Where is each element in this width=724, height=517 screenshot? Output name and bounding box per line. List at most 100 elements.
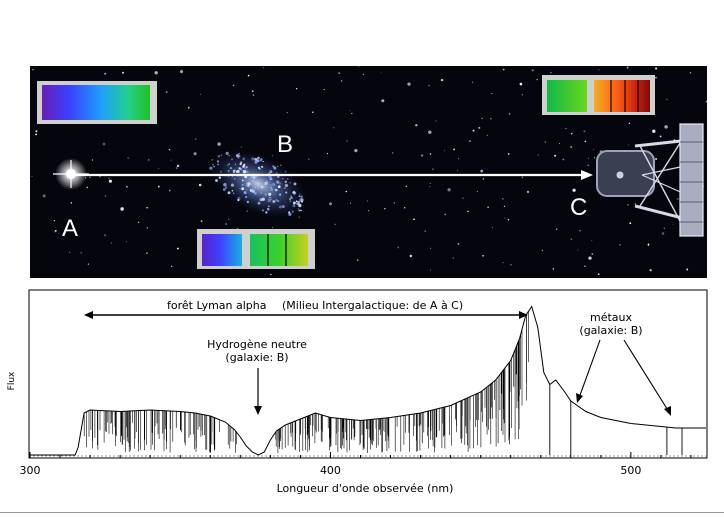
star-dot [579,230,581,232]
star-dot [655,158,658,160]
star-dot [420,154,424,157]
galaxy-star-dot [274,188,278,192]
star-dot [597,273,600,276]
star-dot [384,208,386,210]
star-dot [271,226,274,229]
galaxy-star-dot [269,184,272,186]
galaxy-star-dot [241,187,245,191]
star-dot [380,72,382,74]
star-dot [491,92,493,95]
star-dot [232,84,235,87]
star-dot [240,146,243,148]
flux-series-line [30,305,706,456]
star-dot [68,251,71,254]
star-dot [571,132,573,134]
star-dot [508,113,511,115]
star-dot [629,222,632,225]
star-dot [502,198,504,200]
star-dot [393,202,395,204]
galaxy-star-dot [291,210,294,213]
galaxy-star-dot [247,182,251,186]
galaxy-star-dot [227,191,231,195]
star-dot [652,129,656,133]
page-bottom-rule [0,512,724,513]
star-dot [676,197,679,200]
star-dot [271,155,273,157]
galaxy-star-dot [290,196,293,199]
star-dot [358,65,360,67]
galaxy-star-dot [288,212,292,216]
star-dot [147,158,150,161]
star-dot [666,98,668,101]
star-dot [478,126,481,129]
label-point-c: C [570,194,587,221]
star-dot [429,185,431,188]
star-dot [457,158,460,160]
galaxy-star-dot [246,200,250,204]
galaxy-star-dot [278,193,282,196]
star-dot [154,71,158,75]
galaxy-star-dot [277,175,280,179]
galaxy-star-dot [254,157,258,161]
star-dot [556,228,558,230]
galaxy-star-dot [240,161,243,164]
star-dot [661,232,665,235]
arrow-left-icon [84,311,93,319]
star-dot [587,157,590,159]
star-dot [35,130,38,133]
star-dot [649,269,652,272]
galaxy-star-dot [288,197,292,201]
galaxy-star-dot [264,193,267,196]
arrow-down-icon [664,406,671,416]
star-dot [627,204,629,206]
star-dot [572,188,576,192]
star-dot [424,230,427,232]
star-dot [659,135,662,138]
star-dot [550,71,552,74]
star-dot [507,152,510,155]
galaxy-star-dot [218,176,221,179]
star-dot [262,67,265,69]
galaxy-star-dot [242,157,246,161]
galaxy-star-dot [212,163,214,166]
galaxy-star-dot [289,182,291,184]
galaxy-star-dot [292,190,296,194]
star-dot [462,197,464,199]
galaxy-star-dot [273,166,277,170]
star-dot [591,239,593,242]
star-dot [121,207,124,210]
star-dot [504,217,506,219]
galaxy-star-dot [232,169,235,173]
star-dot [58,232,60,234]
galaxy-star-dot [231,189,234,192]
star-dot [168,189,171,192]
galaxy-star-dot [260,191,263,194]
spectrum-swatch-icon [37,81,157,124]
x-tick-label: 400 [320,464,341,477]
star-dot [541,249,544,252]
star-dot [565,127,567,130]
star-dot [554,154,557,157]
star-dot [31,175,33,178]
star-dot [664,125,668,129]
galaxy-star-dot [246,166,248,168]
galaxy-star-dot [278,205,282,209]
label-point-a: A [62,215,78,242]
star-dot [193,152,197,156]
star-dot [228,218,230,220]
galaxy-star-dot [241,179,244,182]
galaxy-star-dot [277,185,281,189]
galaxy-star-dot [242,170,247,174]
galaxy-star-dot [233,178,236,180]
star-dot [42,194,46,198]
star-dot [481,117,483,120]
star-dot [468,140,471,143]
star-dot [663,227,665,229]
star-dot [103,233,107,237]
star-dot [127,157,129,159]
star-dot [486,134,489,137]
star-field [31,65,708,276]
galaxy-star-dot [242,165,245,168]
galaxy-star-dot [231,176,234,178]
